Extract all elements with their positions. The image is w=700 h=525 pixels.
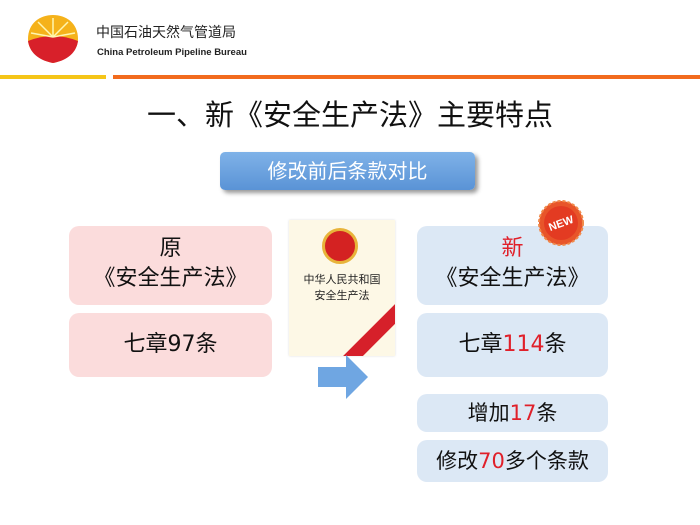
new-badge-icon: NEW: [538, 200, 584, 246]
modified-num: 70: [478, 449, 505, 473]
old-count-num: 97: [167, 332, 196, 357]
book-title-line1: 中华人民共和国: [303, 273, 381, 286]
old-count-box: 七章97条: [69, 313, 272, 377]
org-name-en: China Petroleum Pipeline Bureau: [97, 47, 247, 58]
old-count-suffix: 条: [195, 332, 218, 357]
modified-prefix: 修改: [436, 449, 479, 473]
book-title-line2: 安全生产法: [314, 289, 370, 302]
old-law-box: 原 《安全生产法》: [69, 226, 272, 305]
new-count-prefix: 七章: [458, 332, 503, 357]
added-box: 增加17条: [417, 394, 608, 432]
national-emblem-icon: [322, 228, 358, 264]
header-divider-orange: [113, 75, 700, 79]
new-law-name: 《安全生产法》: [435, 266, 590, 291]
added-num: 17: [509, 401, 537, 425]
subtitle-banner: 修改前后条款对比: [220, 152, 475, 190]
new-count-suffix: 条: [544, 332, 567, 357]
new-count-num: 114: [502, 332, 545, 357]
slide-title: 一、新《安全生产法》主要特点: [146, 98, 553, 132]
old-count-prefix: 七章: [123, 332, 168, 357]
right-arrow-icon: [318, 355, 368, 399]
law-book-cover: 中华人民共和国 安全生产法: [289, 220, 395, 356]
book-corner-ribbon: [335, 300, 395, 356]
cnpc-logo: [28, 15, 78, 63]
modified-suffix: 多个条款: [504, 449, 589, 473]
org-name-cn: 中国石油天然气管道局: [96, 25, 236, 41]
new-law-box: 新 《安全生产法》: [417, 226, 608, 305]
old-label: 原: [159, 236, 182, 261]
new-count-box: 七章114条: [417, 313, 608, 377]
book-title: 中华人民共和国 安全生产法: [289, 272, 395, 304]
header-divider-yellow: [0, 75, 106, 79]
added-prefix: 增加: [467, 401, 510, 425]
modified-box: 修改70多个条款: [417, 440, 608, 482]
added-suffix: 条: [536, 401, 558, 425]
new-label: 新: [501, 236, 524, 261]
old-law-name: 《安全生产法》: [93, 266, 248, 291]
